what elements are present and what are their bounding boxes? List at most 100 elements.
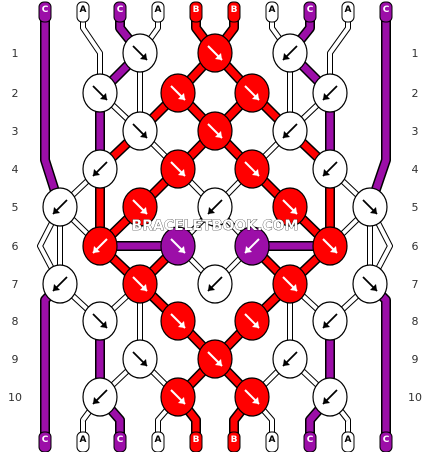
knot-arrow-head: [215, 53, 222, 60]
top-string-label-8: C: [307, 5, 314, 15]
purple-thread-right-bottom: [366, 280, 390, 449]
row-number-right-7: 7: [412, 278, 419, 291]
top-string-2: [76, 1, 90, 23]
knot-r8-c2[interactable]: [160, 301, 196, 341]
knot-r2-c2[interactable]: [160, 73, 196, 113]
knot-arrow-head: [178, 169, 185, 176]
knot-r8-c3[interactable]: [234, 301, 270, 341]
knot-r1-c1[interactable]: [122, 33, 158, 73]
knot-arrow-head: [140, 131, 147, 138]
knot-r3-c2[interactable]: [197, 111, 233, 151]
knot-r7-c2[interactable]: [122, 264, 158, 304]
knot-r7-c3[interactable]: [197, 264, 233, 304]
bottom-string-8: [303, 431, 317, 452]
purple-thread-right-top: [366, 6, 390, 211]
knot-r4-c1[interactable]: [82, 149, 118, 189]
knot-r7-c1[interactable]: [42, 264, 78, 304]
bottom-string-label-8: C: [307, 435, 314, 445]
bottom-string-9: [341, 431, 355, 452]
top-string-label-6: B: [231, 5, 238, 15]
bottom-string-6: [227, 431, 241, 452]
knot-r3-c3[interactable]: [272, 111, 308, 151]
knot-r1-c3[interactable]: [272, 33, 308, 73]
row-number-left-9: 9: [12, 353, 19, 366]
knot-arrow-head: [100, 93, 107, 100]
knot-arrow-head: [283, 131, 290, 138]
top-string-5: [189, 1, 203, 23]
knot-r4-c2[interactable]: [160, 149, 196, 189]
knot-r3-c1[interactable]: [122, 111, 158, 151]
bottom-string-2: [76, 431, 90, 452]
knot-r1-c2[interactable]: [197, 33, 233, 73]
row-number-left-7: 7: [12, 278, 19, 291]
knot-arrow-head: [53, 284, 60, 291]
knot-r2-c4[interactable]: [312, 73, 348, 113]
knot-r2-c1[interactable]: [82, 73, 118, 113]
knot-arrow-head: [370, 284, 377, 291]
knot-r2-c3[interactable]: [234, 73, 270, 113]
row-number-left-10: 10: [8, 391, 22, 404]
knot-arrow-head: [215, 131, 222, 138]
knot-r9-c1[interactable]: [122, 339, 158, 379]
row-number-right-1: 1: [412, 47, 419, 60]
knot-layer: [42, 33, 388, 417]
knot-arrow-head: [283, 53, 290, 60]
row-number-right-8: 8: [412, 315, 419, 328]
knot-r10-c4[interactable]: [312, 377, 348, 417]
knot-arrow-head: [252, 169, 259, 176]
knot-r4-c3[interactable]: [234, 149, 270, 189]
knot-r4-c4[interactable]: [312, 149, 348, 189]
knot-r10-c1[interactable]: [82, 377, 118, 417]
knot-arrow-head: [370, 207, 377, 214]
knot-r8-c4[interactable]: [312, 301, 348, 341]
knot-r7-c4[interactable]: [272, 264, 308, 304]
bottom-string-1: [38, 431, 52, 452]
knot-r10-c2[interactable]: [160, 377, 196, 417]
top-string-label-5: B: [193, 5, 200, 15]
row-number-left-6: 6: [12, 240, 19, 253]
top-string-9: [341, 1, 355, 23]
top-string-10: [379, 1, 393, 23]
knot-r6-c3[interactable]: [234, 226, 270, 266]
row-number-left-2: 2: [12, 87, 19, 100]
knot-r5-c1[interactable]: [42, 187, 78, 227]
bottom-string-label-3: C: [117, 435, 124, 445]
knot-arrow-head: [290, 284, 297, 291]
knot-arrow-head: [93, 169, 100, 176]
row-number-right-9: 9: [412, 353, 419, 366]
bottom-string-label-5: B: [193, 435, 200, 445]
bottom-string-10: [379, 431, 393, 452]
knot-arrow-head: [140, 284, 147, 291]
knot-r5-c5[interactable]: [352, 187, 388, 227]
row-number-right-10: 10: [408, 391, 422, 404]
bottom-string-label-7: A: [269, 435, 276, 445]
bottom-string-label-6: B: [231, 435, 238, 445]
top-string-label-1: C: [42, 5, 49, 15]
knot-r5-c4[interactable]: [272, 187, 308, 227]
top-string-1: [38, 1, 52, 23]
knot-r5-c2[interactable]: [122, 187, 158, 227]
row-number-left-1: 1: [12, 47, 19, 60]
bottom-string-4: [151, 431, 165, 452]
top-string-label-9: A: [345, 5, 352, 15]
top-string-7: [265, 1, 279, 23]
knot-r5-c3[interactable]: [197, 187, 233, 227]
knot-arrow-head: [323, 321, 330, 328]
row-number-left-8: 8: [12, 315, 19, 328]
knot-r6-c4[interactable]: [312, 226, 348, 266]
knot-r9-c2[interactable]: [197, 339, 233, 379]
knot-r8-c1[interactable]: [82, 301, 118, 341]
knot-arrow-head: [215, 359, 222, 366]
knot-arrow-head: [93, 397, 100, 404]
knot-r6-c2[interactable]: [160, 226, 196, 266]
knot-arrow-head: [323, 397, 330, 404]
purple-thread-inner-right-top: [286, 6, 334, 173]
knot-arrow-head: [178, 93, 185, 100]
knot-r6-c1[interactable]: [82, 226, 118, 266]
knot-r7-c5[interactable]: [352, 264, 388, 304]
knot-r9-c3[interactable]: [272, 339, 308, 379]
knot-r10-c3[interactable]: [234, 377, 270, 417]
knot-arrow-head: [252, 93, 259, 100]
